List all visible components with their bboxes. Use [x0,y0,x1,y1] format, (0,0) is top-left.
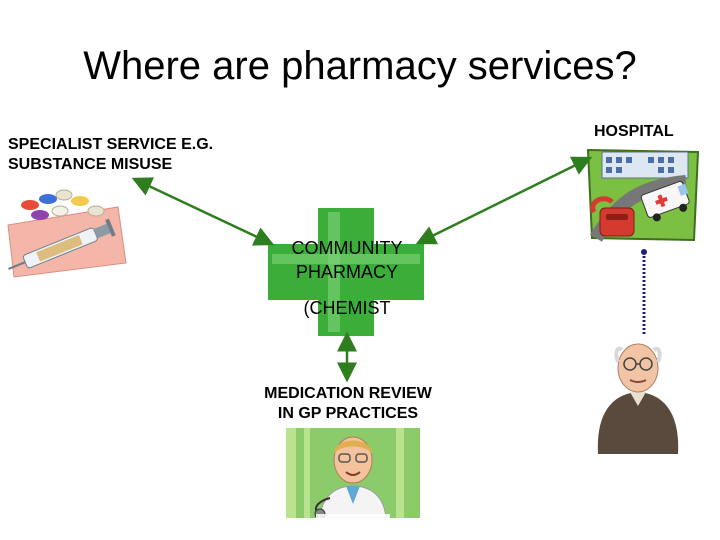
doctor-clipart-icon [286,428,420,518]
specialist-line-1: SPECIALIST SERVICE E.G. [8,136,214,153]
elderly-patient-clipart-icon [597,343,679,454]
community-pharmacy-label: COMMUNITY PHARMACY [272,236,422,284]
specialist-service-label: SPECIALIST SERVICE E.G. SUBSTANCE MISUSE [8,135,213,175]
dotted-link-end [641,249,647,255]
arrow-specialist-community [131,177,275,246]
chemist-label: (CHEMIST [303,298,391,318]
arrow-community-hospital [415,156,593,245]
page-title: Where are pharmacy services? [83,44,637,88]
hospital-label: HOSPITAL [594,123,674,140]
specialist-line-2: SUBSTANCE MISUSE [8,156,173,173]
community-line-2: PHARMACY [295,262,398,282]
medication-line-2: IN GP PRACTICES [277,405,419,422]
medication-line-1: MEDICATION REVIEW [264,385,432,402]
community-line-1: COMMUNITY [291,238,403,258]
pharmacy-cross-icon [268,208,424,336]
medication-review-label: MEDICATION REVIEW IN GP PRACTICES [238,384,458,424]
medicine-clipart-icon [7,189,127,278]
